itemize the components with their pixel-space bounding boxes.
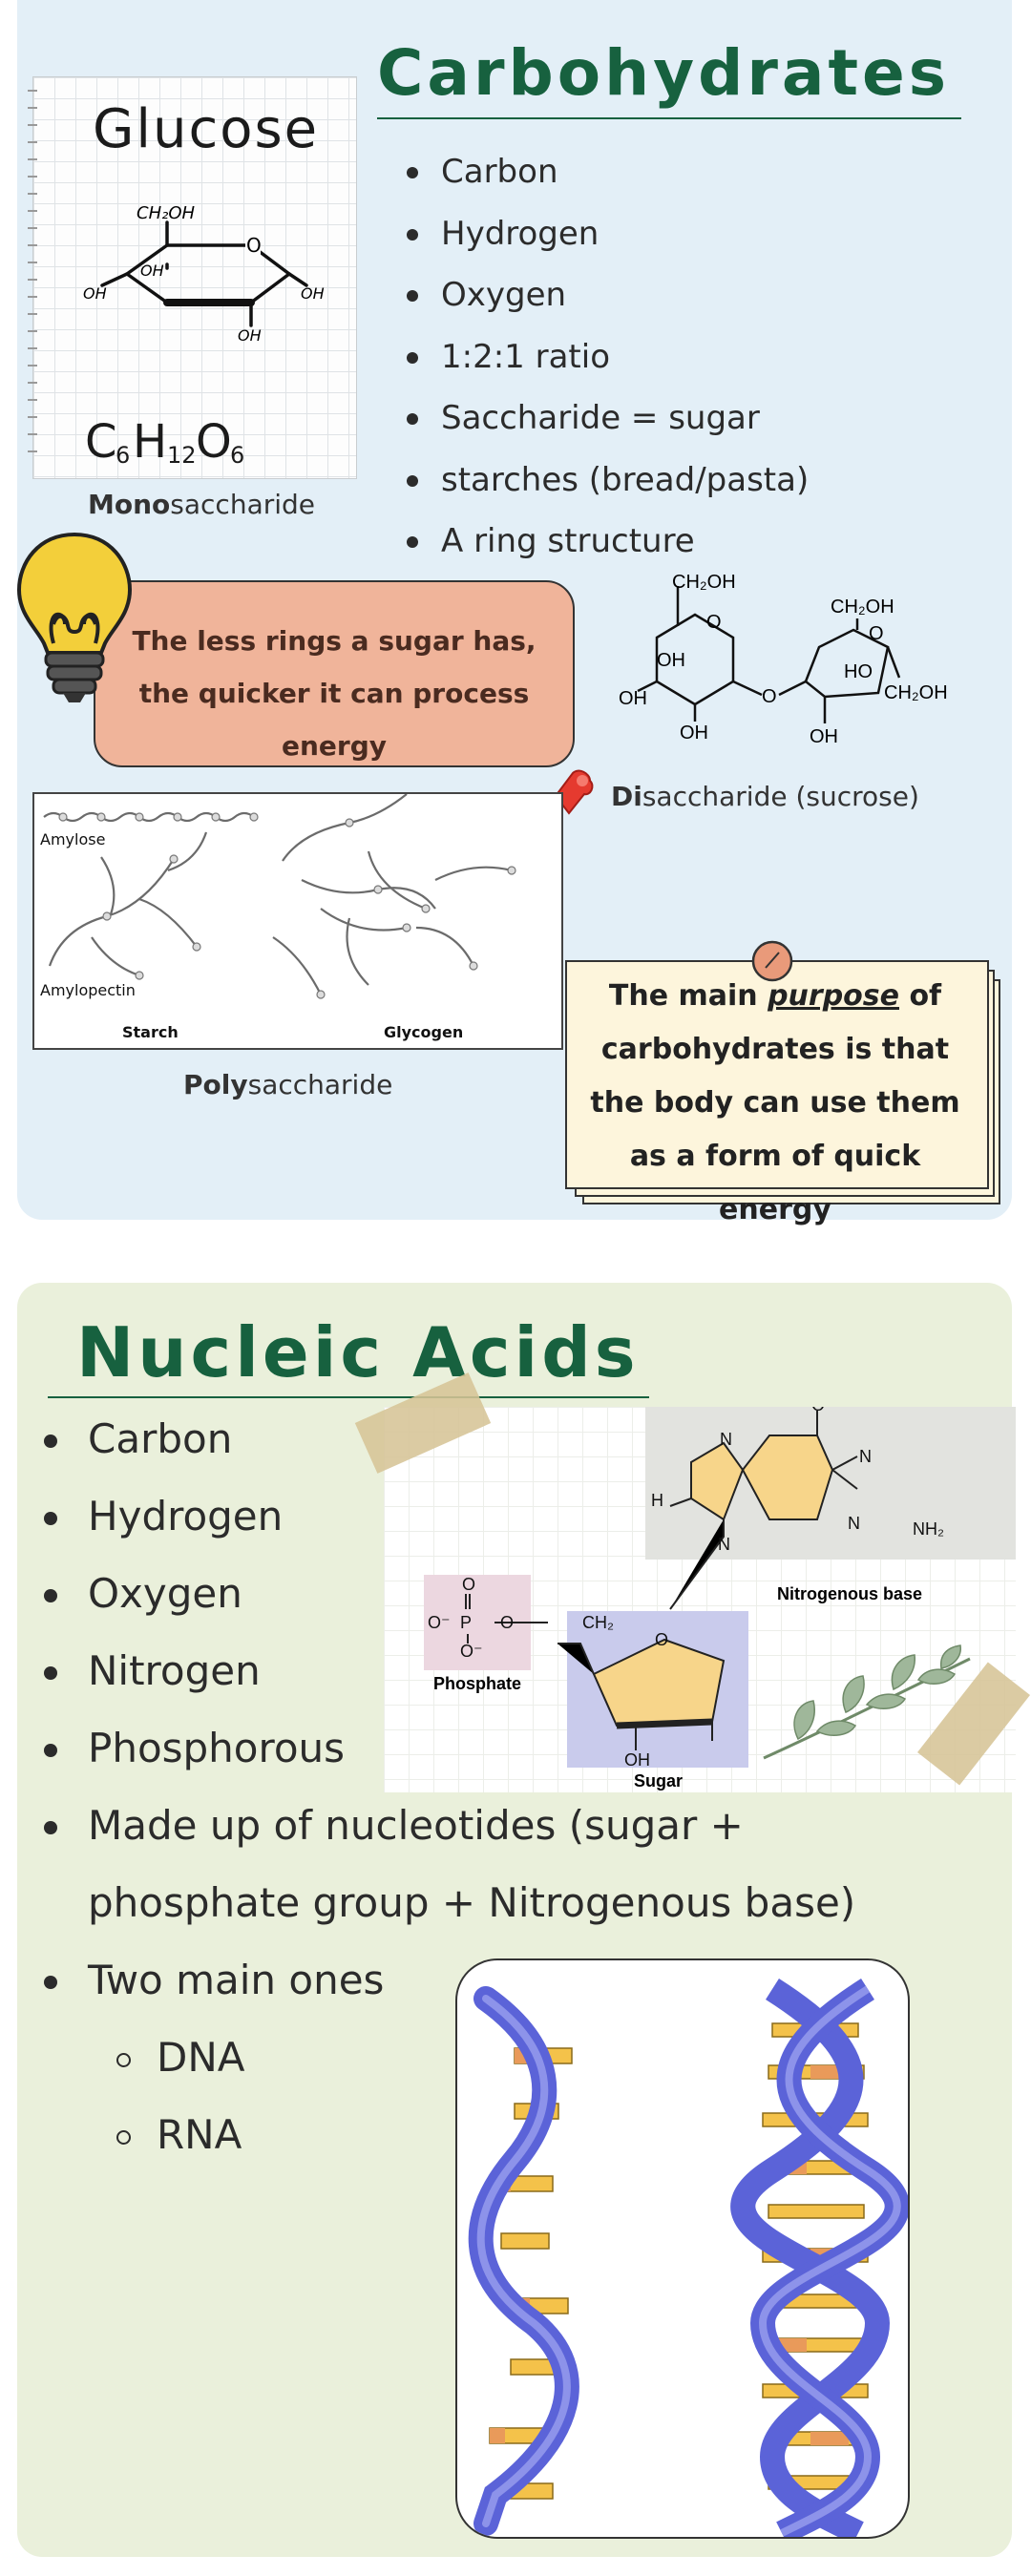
- list-item: starches (bread/pasta): [403, 455, 809, 517]
- svg-text:CH₂: CH₂: [582, 1613, 614, 1632]
- monosaccharide-caption: Monosaccharide: [88, 489, 316, 520]
- oh-label: OH: [619, 688, 647, 709]
- sucrose-structure-diagram: CH₂OH O OH OH OH O CH₂OH O HO CH₂OH OH: [619, 572, 948, 747]
- svg-text:O: O: [811, 1407, 825, 1414]
- sugar-label: Sugar: [634, 1771, 683, 1791]
- nitrogenous-base-label: Nitrogenous base: [777, 1584, 922, 1603]
- carbohydrates-list: Carbon Hydrogen Oxygen 1:2:1 ratio Sacch…: [403, 147, 809, 578]
- svg-text:OH: OH: [624, 1750, 650, 1770]
- svg-text:12: 12: [167, 442, 197, 469]
- list-item: Hydrogen: [40, 1485, 855, 1562]
- list-item: Two main ones: [40, 1949, 855, 2026]
- svg-text:O: O: [462, 1575, 475, 1594]
- amylopectin-label: Amylopectin: [40, 981, 136, 999]
- dna-rna-helix-image: [455, 1958, 910, 2539]
- dna-helix: [730, 1979, 908, 2537]
- polysaccharide-caption: Polysaccharide: [183, 1069, 393, 1100]
- phosphate-label: Phosphate: [433, 1674, 521, 1693]
- spiral-binding-icon: [28, 90, 37, 452]
- glucose-formula: C 6 H 12 O 6: [85, 415, 244, 469]
- glucose-label: Glucose: [93, 98, 320, 160]
- svg-text:O: O: [500, 1613, 514, 1632]
- svg-text:O⁻: O⁻: [428, 1613, 451, 1632]
- sub-list-item: RNA: [40, 2104, 855, 2181]
- oh-label: OH: [140, 262, 164, 280]
- svg-text:H: H: [133, 415, 167, 469]
- oh-label: OH: [810, 726, 838, 747]
- ring-oxygen: O: [869, 623, 884, 644]
- ch2oh-label: CH₂OH: [831, 597, 894, 618]
- ch2oh-label: CH₂OH: [884, 682, 948, 703]
- leaf-branch-icon: [763, 1644, 971, 1760]
- glucose-notebook-image: Glucose O CH₂OH OH OH OH OH C 6 H 12 O 6: [28, 76, 357, 479]
- svg-text:O: O: [655, 1630, 668, 1649]
- tip-text: The less rings a sugar has, the quicker …: [132, 625, 537, 762]
- ring-oxygen: O: [706, 612, 722, 633]
- svg-text:6: 6: [230, 442, 244, 469]
- ch2oh-label: CH₂OH: [672, 572, 736, 593]
- oh-label: OH: [83, 284, 107, 303]
- purpose-text: The main purpose of carbohydrates is tha…: [590, 979, 960, 1226]
- ring-oxygen: O: [246, 234, 262, 257]
- svg-text:6: 6: [116, 442, 130, 469]
- amylose-label: Amylose: [40, 830, 106, 848]
- sub-list-item: DNA: [40, 2026, 855, 2104]
- list-item: A ring structure: [403, 516, 809, 578]
- list-item: Phosphorous: [40, 1717, 855, 1794]
- list-item: Oxygen: [403, 270, 809, 332]
- pin-head-icon: [751, 940, 793, 982]
- list-item: Carbon: [403, 147, 809, 209]
- rna-helix: [468, 1986, 579, 2536]
- oh-label: OH: [657, 650, 685, 671]
- list-item: Saccharide = sugar: [403, 393, 809, 455]
- polysaccharide-image: Amylose Amylopectin Starch Glycogen: [32, 792, 563, 1050]
- nucleic-acids-list: Carbon Hydrogen Oxygen Nitrogen Phosphor…: [40, 1408, 855, 2181]
- glucose-ring-diagram: O CH₂OH OH OH OH OH C 6 H 12 O 6: [83, 203, 325, 469]
- oh-label: OH: [680, 723, 708, 743]
- svg-text:N: N: [720, 1430, 732, 1449]
- list-item-continuation: phosphate group + Nitrogenous base): [88, 1879, 856, 1926]
- ch2oh-label: CH₂OH: [137, 203, 195, 223]
- svg-text:N: N: [859, 1447, 872, 1466]
- glycogen-label: Glycogen: [384, 1023, 464, 1041]
- oh-label: OH: [238, 326, 262, 345]
- list-item: Oxygen: [40, 1562, 855, 1640]
- lightbulb-icon: [16, 532, 133, 702]
- svg-text:N: N: [848, 1514, 860, 1533]
- svg-text:C: C: [85, 415, 117, 469]
- svg-text:H: H: [651, 1491, 663, 1510]
- starch-label: Starch: [122, 1023, 179, 1041]
- svg-text:P: P: [460, 1613, 472, 1632]
- oh-label: OH: [301, 284, 325, 303]
- list-item: Nitrogen: [40, 1640, 855, 1717]
- svg-text:N: N: [718, 1535, 730, 1554]
- tip-bubble: [94, 580, 575, 767]
- disaccharide-caption: Disaccharide (sucrose): [611, 781, 919, 812]
- list-item: Hydrogen: [403, 209, 809, 271]
- svg-text:O⁻: O⁻: [460, 1642, 483, 1661]
- nucleic-acids-title: Nucleic Acids: [76, 1312, 640, 1393]
- svg-text:NH₂: NH₂: [913, 1519, 944, 1539]
- glycosidic-oxygen: O: [762, 686, 777, 707]
- list-item: Made up of nucleotides (sugar +: [40, 1794, 855, 1872]
- svg-text:O: O: [196, 415, 232, 469]
- list-item: Carbon: [40, 1408, 855, 1485]
- ho-label: HO: [844, 661, 873, 682]
- nucleotide-diagram-image: O N H N N N NH₂ O O⁻ P O O⁻ CH₂ O OH Pho…: [384, 1407, 1016, 1792]
- title-underline: [48, 1396, 649, 1398]
- title-underline: [377, 117, 961, 119]
- carbohydrates-title: Carbohydrates: [377, 36, 951, 110]
- list-item: 1:2:1 ratio: [403, 332, 809, 394]
